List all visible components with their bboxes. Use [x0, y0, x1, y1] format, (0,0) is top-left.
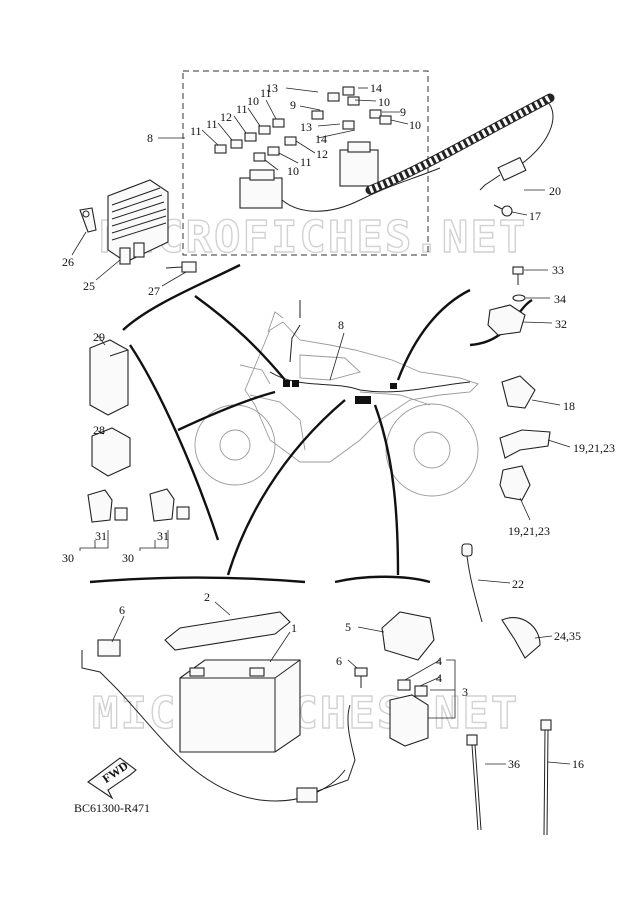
fuse-box-left [239, 169, 283, 209]
bolt-6 [354, 667, 368, 688]
callout-12-a: 12 [316, 147, 328, 161]
callout-5: 5 [345, 620, 351, 634]
callout-9-a: 9 [290, 98, 296, 112]
battery-band [164, 611, 291, 651]
watermark-bottom: MICROFICHES.NET [92, 688, 519, 739]
callout-2: 2 [204, 590, 210, 604]
callout-4-b: 4 [436, 671, 442, 685]
callout-28: 28 [93, 423, 105, 437]
callout-14-a: 14 [370, 81, 382, 95]
callout-11-b: 11 [206, 117, 218, 131]
diagram-code: BC61300-R471 [74, 801, 150, 815]
fuse-set [214, 86, 392, 162]
callout-7: 6 [119, 603, 125, 617]
callout-33: 33 [552, 263, 564, 277]
bracket-30-31-left [79, 530, 109, 551]
mounting-bolt [165, 261, 197, 273]
bracket-bolt [79, 207, 97, 233]
cable-tie-15 [540, 719, 552, 836]
clamp-19 [499, 465, 531, 501]
callout-1: 1 [291, 621, 297, 635]
relay-5 [381, 611, 435, 661]
group-link-left [129, 344, 220, 541]
horn-32 [487, 304, 526, 336]
callout-14-b: 14 [315, 132, 327, 146]
callout-15: 16 [572, 757, 584, 771]
fuse-box-right [339, 141, 379, 187]
group-link-upper-left [122, 263, 241, 331]
relay-29 [89, 339, 129, 416]
cable-tie-22 [461, 543, 483, 623]
callout-32: 32 [555, 317, 567, 331]
callout-16: 17 [529, 209, 541, 223]
bracket-30-31-right [139, 530, 169, 551]
callout-20: 20 [549, 184, 561, 198]
forward-arrow: FWD [87, 757, 137, 800]
relay-28 [91, 427, 131, 477]
callout-11-e: 11 [300, 155, 312, 169]
screw [493, 204, 513, 217]
coupler [296, 787, 318, 803]
callout-27: 27 [148, 284, 160, 298]
callout-4-a: 4 [436, 654, 442, 668]
battery [179, 659, 301, 753]
callout-10-b: 10 [409, 118, 421, 132]
motorcycle-outline [194, 300, 479, 497]
starter-relay [389, 679, 429, 747]
callout-34: 34 [554, 292, 566, 306]
washer-34 [512, 294, 526, 302]
regulator-rectifier [107, 179, 169, 265]
callout-36: 36 [508, 757, 520, 771]
main-wire-harness [365, 93, 555, 195]
callout-26: 26 [62, 255, 74, 269]
callout-8-top: 8 [147, 131, 153, 145]
cable-tie-36 [466, 734, 482, 831]
leader-lines [71, 87, 571, 765]
callout-labels: 8 13 14 9 10 9 10 13 14 12 11 10 11 11 1… [62, 81, 615, 815]
callout-17: 18 [563, 399, 575, 413]
callout-22: 22 [512, 577, 524, 591]
clamp-17 [501, 375, 536, 409]
callout-8-center: 8 [338, 318, 344, 332]
callout-10-c: 10 [287, 164, 299, 178]
sub-harness [281, 167, 441, 212]
relay-socket-left [87, 489, 128, 523]
callout-11-a: 11 [190, 124, 202, 138]
callout-11-c: 11 [236, 102, 248, 116]
callout-13-b: 13 [300, 120, 312, 134]
bolt-33 [512, 266, 524, 285]
callout-30-left: 30 [62, 551, 74, 565]
callout-10-a: 10 [378, 95, 390, 109]
clip-24 [501, 617, 541, 659]
callout-18: 19,21,23 [573, 441, 615, 455]
callout-30-right: 30 [122, 551, 134, 565]
group-link-lower-right [334, 575, 431, 584]
harness-sub-lead [479, 156, 527, 191]
relay-lead [314, 704, 356, 793]
callout-6: 6 [336, 654, 342, 668]
callout-11-d: 11 [260, 86, 272, 100]
clamp-18 [499, 429, 551, 459]
callout-10-d: 10 [247, 94, 259, 108]
fuse-harness-group-box [182, 70, 429, 256]
group-link-lower-left [89, 576, 306, 584]
callout-3: 3 [462, 685, 468, 699]
callout-24-35: 24,35 [554, 629, 581, 643]
callout-9-b: 9 [400, 105, 406, 119]
callout-25: 25 [83, 279, 95, 293]
callout-29: 29 [93, 330, 105, 344]
callout-12-b: 12 [220, 110, 232, 124]
relay-socket-right [149, 488, 190, 522]
callout-19-21-23: 19,21,23 [508, 524, 550, 538]
callout-31-left: 31 [95, 529, 107, 543]
callout-13-a: 13 [266, 81, 278, 95]
callout-31-right: 31 [157, 529, 169, 543]
